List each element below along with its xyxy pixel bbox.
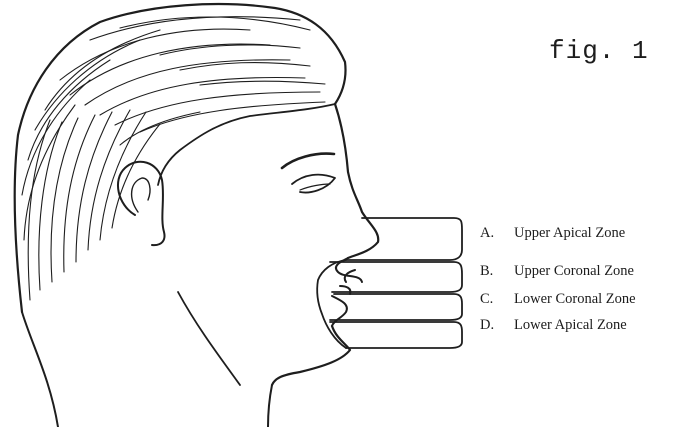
legend-text: Lower Coronal Zone [514,291,636,307]
legend-letter: C. [480,291,514,308]
legend-text: Lower Apical Zone [514,317,627,333]
figure-label: fig. 1 [549,36,649,66]
hair-strands [22,17,325,300]
chin [272,326,350,385]
legend-letter: D. [480,317,514,334]
legend-letter: A. [480,225,514,242]
legend-letter: B. [480,263,514,280]
jaw-line [178,292,240,385]
zone-c-box [330,294,462,320]
legend-text: Upper Coronal Zone [514,263,634,279]
legend-item-upper-coronal: B.Upper Coronal Zone [480,263,634,280]
eyebrow [282,154,334,168]
mouth [332,270,355,326]
neck-back [22,312,58,427]
legend-item-lower-apical: D.Lower Apical Zone [480,317,627,334]
legend-text: Upper Apical Zone [514,225,625,241]
hairline [158,104,335,185]
face-profile [335,104,378,258]
zone-boxes [317,218,462,348]
zone-a-box [346,218,462,260]
zone-d-box [330,322,462,348]
legend-item-upper-apical: A.Upper Apical Zone [480,225,625,242]
ear-inner [132,178,150,212]
neck-front [268,385,272,427]
legend-item-lower-coronal: C.Lower Coronal Zone [480,291,636,308]
ear [118,162,165,245]
